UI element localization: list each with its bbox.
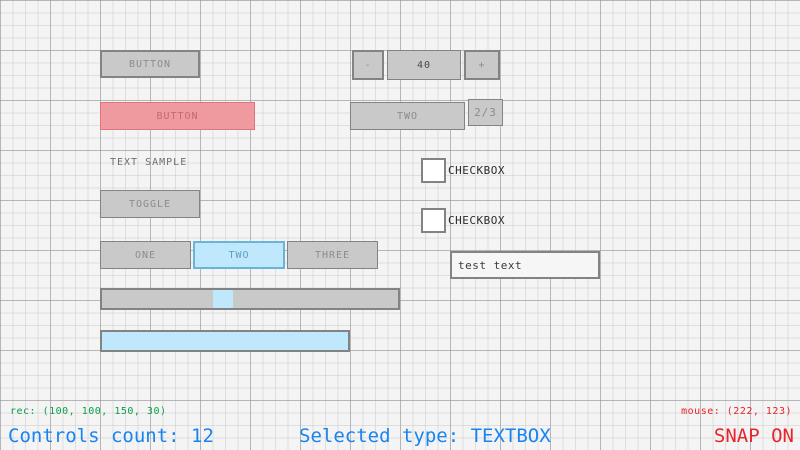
toggle-button[interactable]: TOGGLE [100, 190, 200, 218]
spinner-increment-label: + [478, 59, 486, 71]
selected-type: Selected type: TEXTBOX [299, 425, 551, 447]
text-sample-label: TEXT SAMPLE [110, 157, 188, 168]
checkbox-row-1[interactable]: CHECKBOX [421, 158, 505, 183]
slider-handle[interactable] [213, 290, 233, 308]
toggle-group-option-three[interactable]: THREE [287, 241, 378, 269]
toggle-group-option-one-label: ONE [134, 249, 157, 261]
progress-bar [100, 330, 350, 352]
dropdown-pager[interactable]: 2/3 [468, 99, 503, 126]
button-danger-label: BUTTON [156, 110, 199, 122]
spinner-increment-button[interactable]: + [464, 50, 500, 80]
checkbox-row-2[interactable]: CHECKBOX [421, 208, 505, 233]
button-default-label: BUTTON [128, 58, 172, 70]
rec-info: rec: (100, 100, 150, 30) [10, 406, 167, 417]
mouse-info: mouse: (222, 123) [681, 406, 792, 417]
spinner-decrement-label: - [364, 59, 372, 71]
checkbox-box-1[interactable] [421, 158, 446, 183]
checkbox-label-2: CHECKBOX [448, 214, 505, 227]
slider-track[interactable] [100, 288, 400, 310]
dropdown-box[interactable]: TWO [350, 102, 465, 130]
spinner-value: 40 [416, 59, 432, 71]
text-input-value: test text [458, 258, 523, 272]
text-input[interactable]: test text [450, 251, 600, 279]
snap-state[interactable]: SNAP ON [713, 425, 794, 447]
button-default[interactable]: BUTTON [100, 50, 200, 78]
toggle-group-option-three-label: THREE [314, 249, 351, 261]
progress-bar-fill [102, 332, 348, 350]
dropdown-value: TWO [396, 110, 419, 122]
controls-count: Controls count: 12 [8, 425, 214, 447]
spinner-value-field[interactable]: 40 [387, 50, 461, 80]
checkbox-label-1: CHECKBOX [448, 164, 505, 177]
spinner-decrement-button[interactable]: - [352, 50, 384, 80]
toggle-group-option-two[interactable]: TWO [193, 241, 285, 269]
dropdown-pager-label: 2/3 [474, 106, 497, 119]
toggle-group-option-two-label: TWO [228, 249, 250, 261]
toggle-group-option-one[interactable]: ONE [100, 241, 191, 269]
checkbox-box-2[interactable] [421, 208, 446, 233]
button-danger[interactable]: BUTTON [100, 102, 255, 130]
toggle-button-label: TOGGLE [128, 198, 172, 210]
